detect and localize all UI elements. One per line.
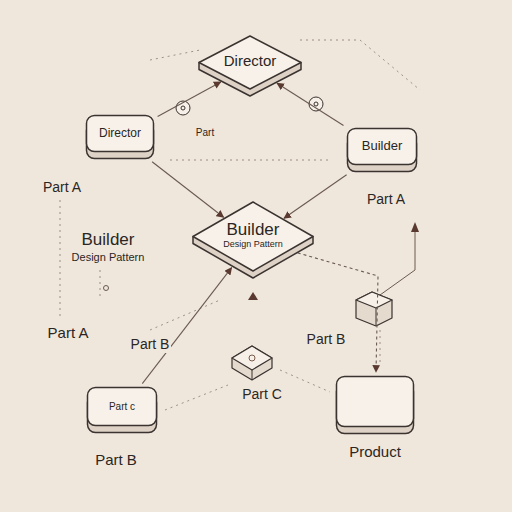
arrowhead (248, 292, 258, 300)
dotted-guide (100, 270, 101, 300)
part-label: Part B (305, 332, 348, 347)
part-label: Part A (41, 180, 83, 195)
text-holder: Product (335, 435, 415, 469)
connector-dot (309, 97, 323, 111)
text-holder: Builder (346, 127, 418, 166)
dotted-guide (280, 370, 330, 392)
box-outline (335, 375, 415, 435)
dotted-guide (60, 200, 61, 320)
connector-dot (314, 102, 318, 106)
box-top (88, 388, 157, 426)
part-label: Part A (365, 192, 407, 207)
dotted-guide (170, 160, 330, 161)
node-title: Builder (227, 221, 280, 240)
connector-arrow (298, 253, 378, 372)
diamond-top (193, 202, 313, 271)
part-label: Part B (93, 452, 139, 469)
process-box: Product (335, 375, 415, 469)
connector-arrow (152, 162, 224, 218)
part-label: Part B (129, 337, 172, 352)
process-box: Director (85, 114, 155, 160)
part-label: Part C (240, 387, 284, 402)
node-title: Product (349, 444, 401, 461)
node-title: Builder (362, 139, 402, 153)
part-label: Design Pattern (70, 251, 147, 263)
small-cube (356, 292, 392, 326)
dotted-guide (300, 40, 420, 90)
box-top (348, 129, 417, 165)
box-top (87, 116, 154, 152)
small-cube (232, 346, 272, 380)
part-label: Part (194, 127, 216, 138)
process-box: Builder (346, 127, 418, 173)
part-label: Builder (80, 231, 137, 250)
connector-dot (104, 286, 109, 291)
node-title: Director (224, 53, 277, 70)
diamond-top (199, 36, 301, 89)
connector-arrow (277, 83, 344, 125)
text-holder: BuilderDesign Pattern (191, 200, 315, 271)
dotted-guide (150, 50, 200, 60)
dotted-guide (150, 300, 220, 330)
box-top (337, 377, 414, 427)
text-holder: Director (197, 34, 303, 89)
node-title: Part c (109, 401, 135, 412)
node-subtitle: Design Pattern (223, 240, 283, 250)
text-holder: Director (85, 114, 155, 153)
connector-arrow (158, 82, 221, 117)
text-holder: Part c (86, 386, 158, 427)
dotted-guide (380, 330, 381, 362)
process-box: Part c (86, 386, 158, 434)
side-wire (380, 225, 415, 295)
dotted-guide (165, 385, 228, 410)
connector-arrow (284, 175, 347, 219)
decision-diamond: Director (197, 34, 303, 98)
connector-dot (181, 106, 185, 110)
arrowhead (411, 222, 419, 232)
decision-diamond: BuilderDesign Pattern (191, 200, 315, 280)
part-label: Part A (46, 325, 91, 342)
node-title: Director (99, 127, 141, 140)
connector-arrow (142, 268, 231, 384)
